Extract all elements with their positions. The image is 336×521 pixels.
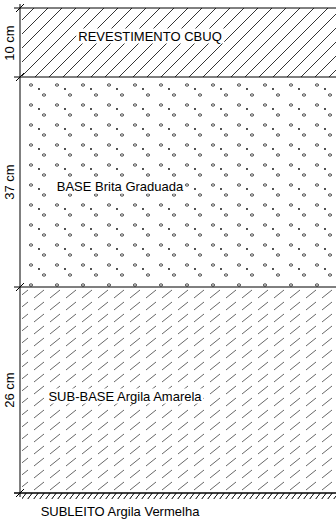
layer-label: REVESTIMENTO CBUQ — [76, 29, 224, 44]
surface-layer: REVESTIMENTO CBUQ — [22, 8, 336, 77]
subgrade-layer: SUBLEITO Argila Vermelha — [22, 493, 336, 521]
layer-label: SUB-BASE Argila Amarela — [46, 389, 203, 404]
dimension-label: 10 cm — [2, 23, 17, 62]
dimension-label: 37 cm — [2, 162, 17, 201]
layer-label: SUBLEITO Argila Vermelha — [39, 504, 202, 519]
subbase-layer: SUB-BASE Argila Amarela — [22, 287, 336, 493]
dimension-label: 26 cm — [2, 370, 17, 409]
base-layer: BASE Brita Graduada — [22, 77, 336, 287]
layer-label: BASE Brita Graduada — [55, 179, 185, 194]
